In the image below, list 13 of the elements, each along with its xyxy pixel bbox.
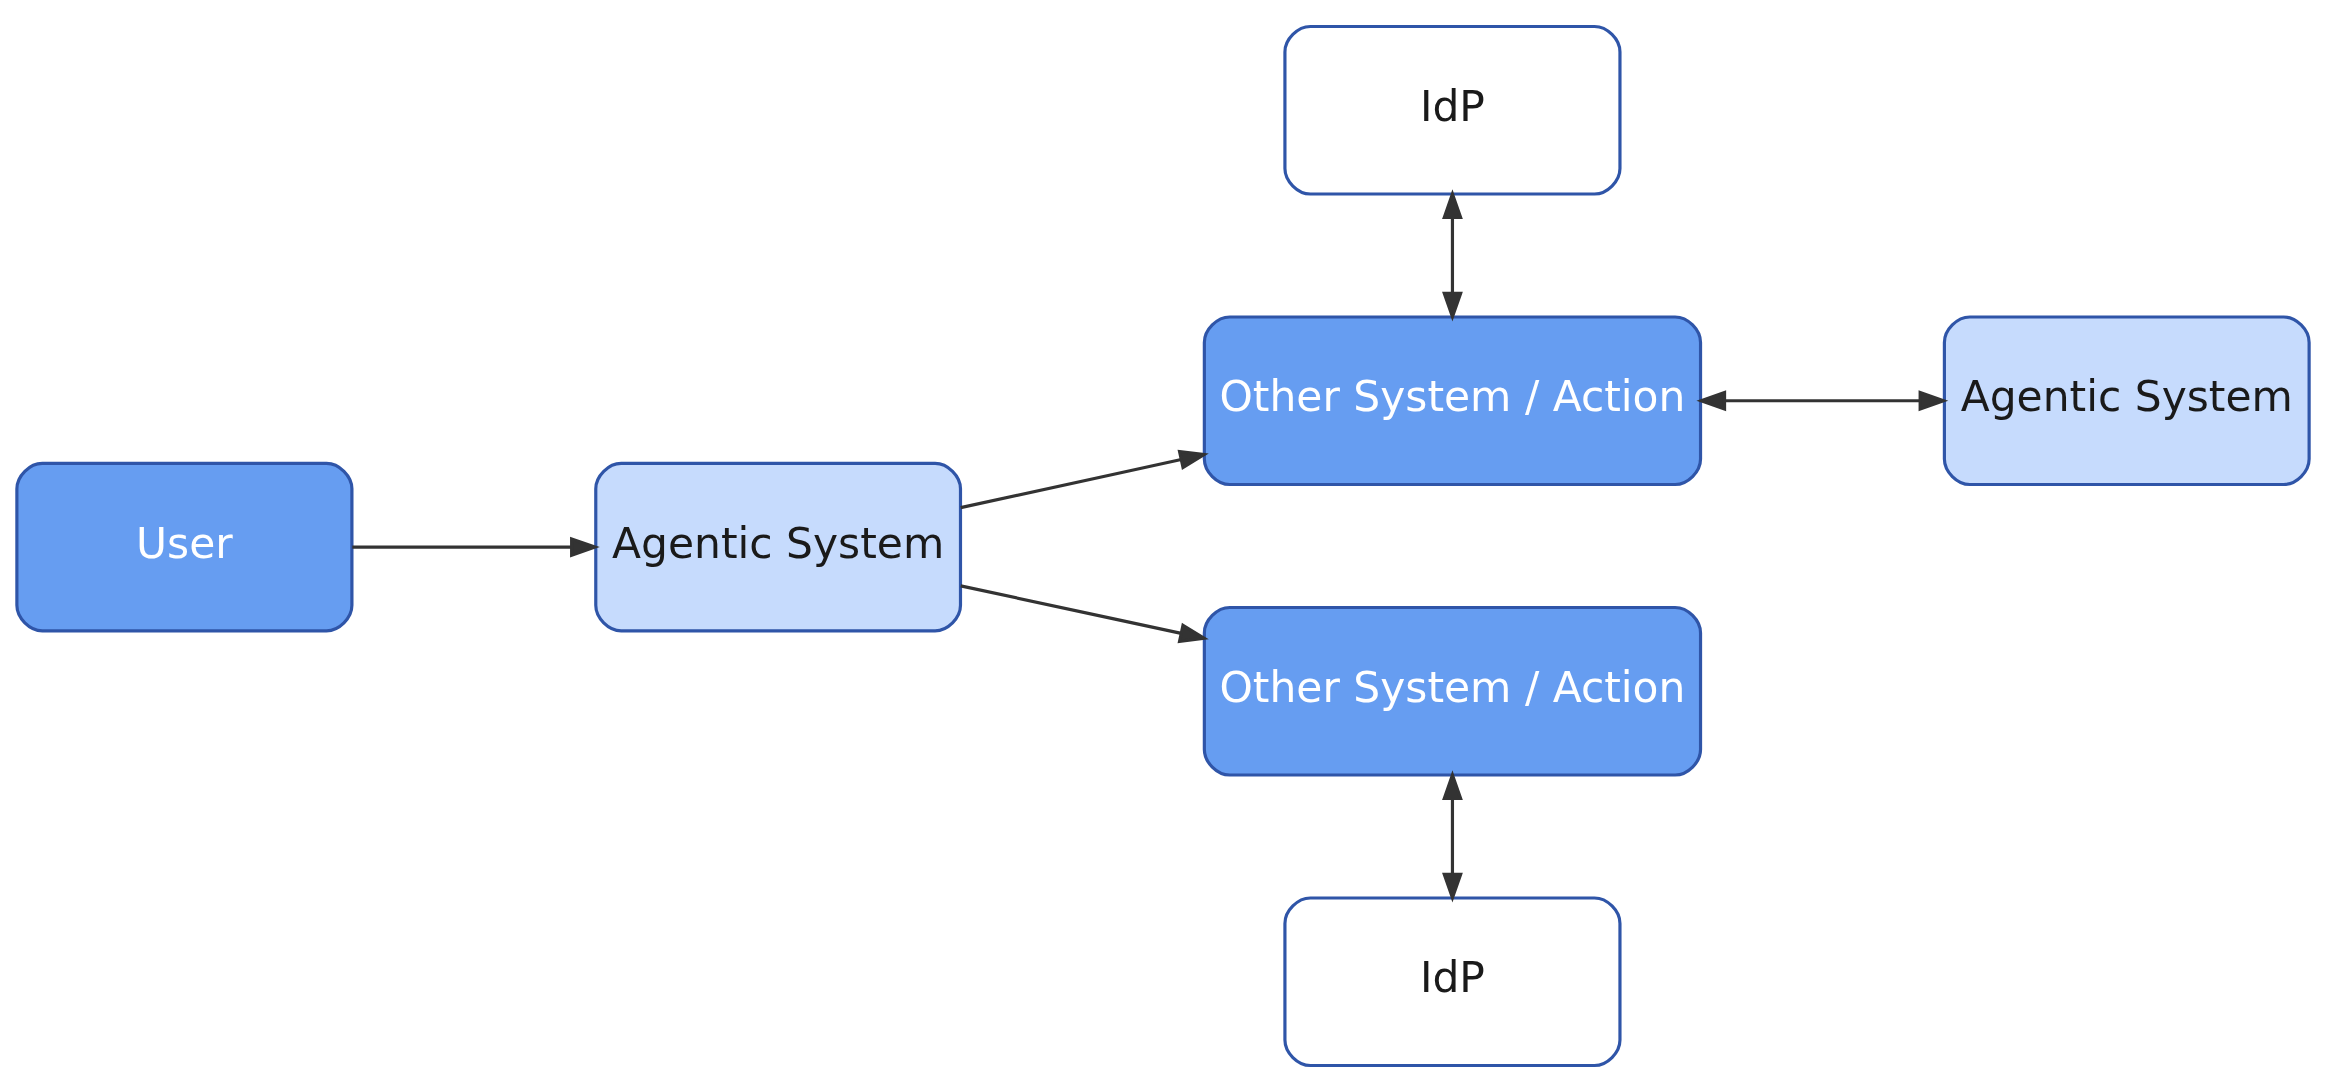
arrow [1442,189,1463,322]
node-box: Agentic System [594,461,963,633]
arrow [960,449,1209,510]
node-box: IdP [1283,24,1622,196]
node-box: Other System / Action [1202,315,1703,487]
arrow [352,536,600,558]
arrow [1696,390,1949,412]
node-box: Agentic System [1942,315,2311,487]
arrow [960,584,1209,644]
node-box: IdP [1283,896,1622,1068]
node-box: User [15,461,354,633]
node-box: Other System / Action [1202,605,1703,777]
arrow [1442,770,1463,903]
